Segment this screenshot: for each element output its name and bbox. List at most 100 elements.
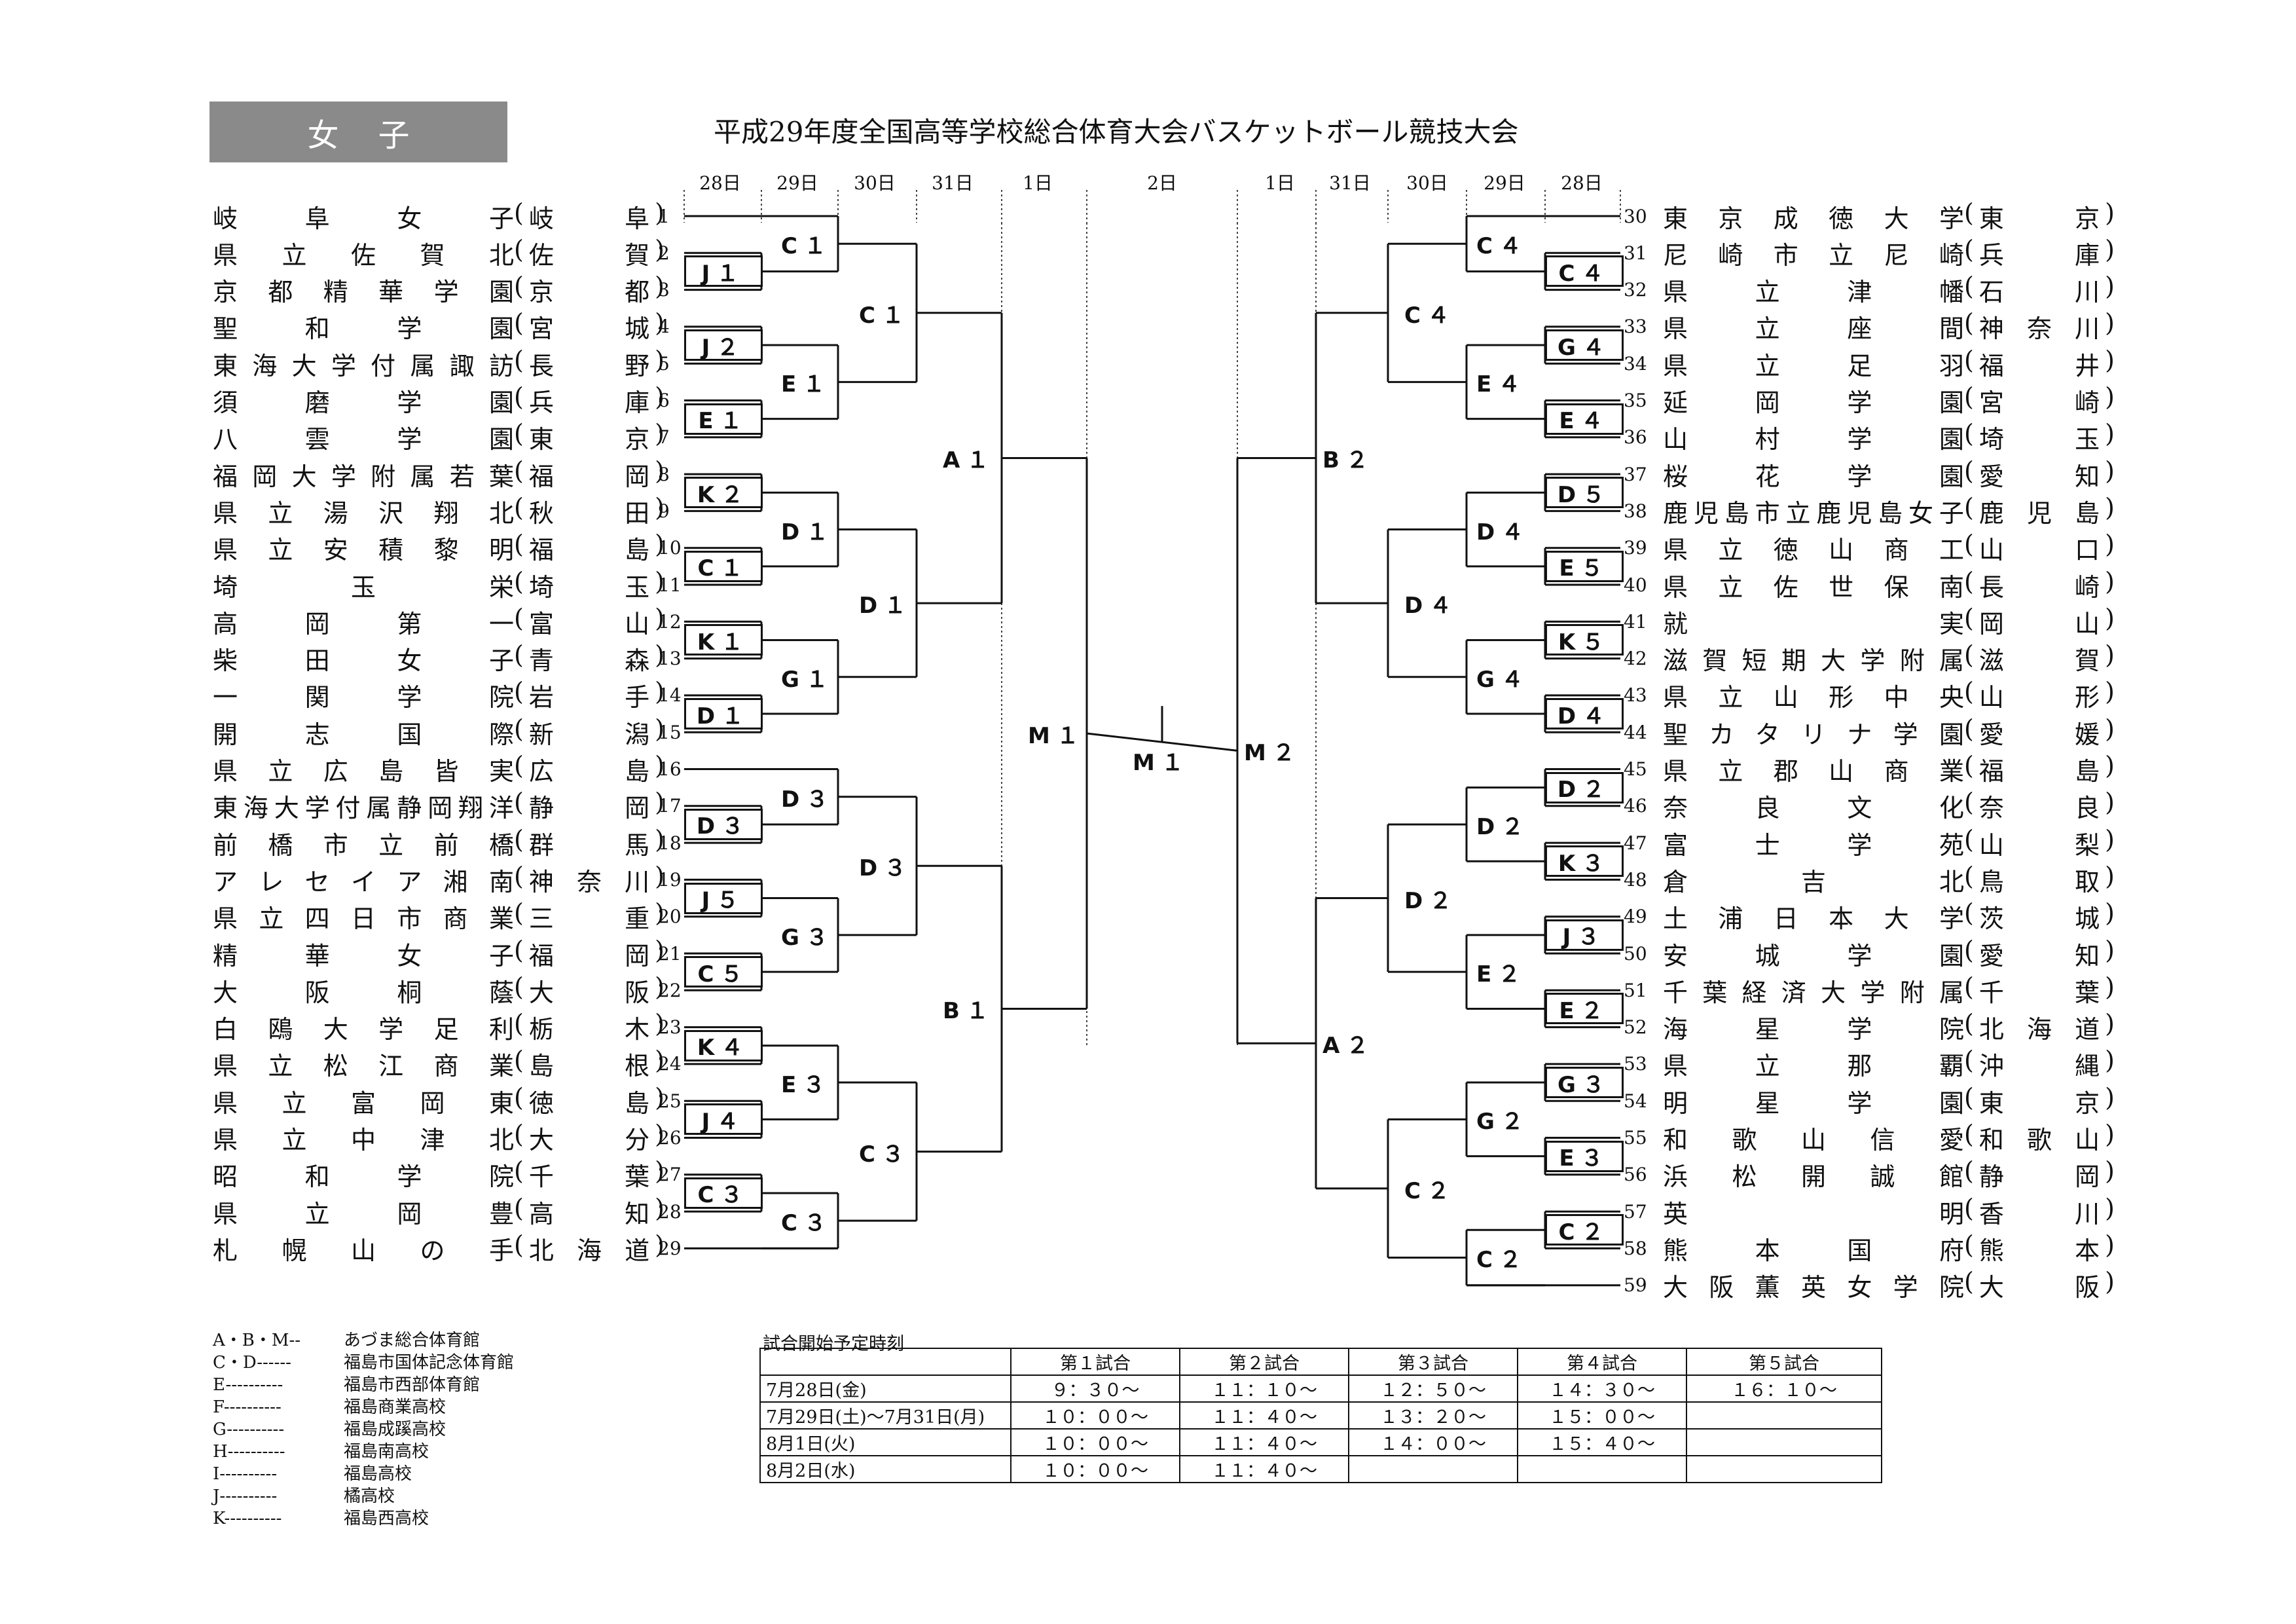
team-row: 東海大学付属諏訪(長野) [213,345,665,382]
team-row: 県立広島皆実(広島) [213,751,665,788]
team-name: 柴田女子 [213,646,514,676]
team-prefecture: (佐賀) [514,234,665,270]
team-number: 21 [658,942,682,965]
legend-key: G---------- [213,1420,285,1439]
team-prefecture: (石川) [1964,272,2115,307]
team-name: 就実 [1663,609,1964,638]
schedule-cell: １６：１０～ [1686,1375,1882,1403]
match-label: C３ [859,1141,911,1168]
tournament-title: 平成29年度全国高等学校総合体育大会バスケットボール競技大会 [714,116,1519,148]
team-row: 一関学院(岩手) [213,677,665,714]
match-box: J５ [684,882,763,914]
team-prefecture: (徳島) [514,1082,665,1118]
match-label: C４ [1404,302,1456,329]
team-name: 京都精華学園 [213,278,514,307]
team-number: 36 [1624,426,1647,449]
team-prefecture: (京都) [514,272,665,307]
schedule-cell [1686,1401,1882,1430]
team-name: 鹿児島市立鹿児島女子 [1663,498,1964,528]
team-prefecture: (鹿児島) [1964,492,2115,528]
legend-row: I----------福島高校 [213,1463,514,1485]
team-number: 56 [1624,1164,1647,1186]
legend-key: J---------- [213,1486,278,1506]
legend-key: F---------- [213,1397,282,1417]
team-prefecture: (東京) [1964,1082,2115,1118]
team-number: 9 [658,500,670,522]
match-box: J１ [684,255,763,287]
team-name: 明星学園 [1663,1088,1964,1118]
team-number: 7 [658,426,670,449]
team-name: 県立佐賀北 [213,240,514,270]
schedule-cell: １４：３０～ [1517,1375,1687,1403]
team-row: 県立松江商業(島根) [213,1046,665,1082]
team-prefecture: (栃木) [514,1009,665,1044]
team-name: 浜松開誠館 [1663,1162,1964,1192]
team-row: 海星学院(北海道) [1663,1009,2115,1046]
schedule-row: 7月29日(土)～7月31日(月)１０：００～１１：４０～１３：２０～１５：００… [759,1401,1882,1430]
team-row: 県立湯沢翔北(秋田) [213,492,665,529]
legend-value: 福島成蹊高校 [344,1420,446,1439]
team-prefecture: (島根) [514,1046,665,1081]
date-label: 31日 [932,172,974,194]
team-prefecture: (三重) [514,898,665,934]
team-row: 県立那覇(沖縄) [1663,1046,2115,1082]
team-row: 就実(岡山) [1663,603,2115,640]
team-row: 県立郡山商業(福島) [1663,751,2115,788]
schedule-header-cell: 第３試合 [1348,1348,1518,1376]
match-label: C２ [1476,1247,1528,1274]
team-name: 英明 [1663,1199,1964,1228]
team-number: 13 [658,648,682,670]
team-name: 県立四日市商業 [213,904,514,934]
legend-value: 福島市国体記念体育館 [344,1353,515,1373]
team-prefecture: (山形) [1964,677,2115,712]
legend-key: A・B・M-- [213,1331,301,1350]
schedule-cell: １５：００～ [1517,1401,1687,1430]
legend-key: E---------- [213,1375,283,1395]
match-box: J３ [1545,919,1624,951]
team-number: 18 [658,832,682,854]
team-number: 17 [658,795,682,817]
team-name: 東海大学付属静岡翔洋 [213,794,514,823]
match-box: E２ [1545,993,1624,1025]
schedule-cell [1686,1455,1882,1483]
match-box: K１ [684,624,763,656]
date-label: 29日 [776,172,818,194]
schedule-header-cell: 第５試合 [1686,1348,1882,1376]
team-prefecture: (鳥取) [1964,861,2115,896]
team-number: 39 [1624,537,1647,559]
team-row: 山村学園(埼玉) [1663,419,2115,456]
team-prefecture: (和歌山) [1964,1120,2115,1154]
team-name: 滋賀短期大学附属 [1663,646,1964,676]
schedule-row: 8月1日(火)１０：００～１１：４０～１４：００～１５：４０～ [759,1428,1882,1456]
legend-key: H---------- [213,1442,285,1462]
match-label: C１ [781,233,833,260]
match-label: C１ [859,302,911,329]
team-number: 49 [1624,906,1647,928]
team-prefecture: (茨城) [1964,898,2115,934]
team-row: 県立座間(神奈川) [1663,308,2115,345]
match-box: C１ [684,550,763,582]
match-box: G３ [1545,1067,1624,1099]
schedule-cell: １１：４０～ [1179,1401,1349,1430]
match-label: G３ [781,924,835,951]
match-box: K３ [1545,845,1624,877]
match-box: D３ [684,808,763,840]
schedule-cell: 7月29日(土)～7月31日(月) [759,1401,1011,1430]
team-number: 47 [1624,832,1647,854]
team-prefecture: (福井) [1964,345,2115,380]
team-name: 精華女子 [213,941,514,970]
legend-row: E----------福島市西部体育館 [213,1374,514,1396]
team-name: 埼玉栄 [213,572,514,602]
date-label-final: 2日 [1147,172,1177,194]
team-prefecture: (岡山) [1964,603,2115,638]
team-prefecture: (富山) [514,603,665,638]
match-label: D３ [781,786,835,813]
team-number: 33 [1624,316,1647,338]
team-name: 県立松江商業 [213,1052,514,1081]
team-name: 千葉経済大学附属 [1663,978,1964,1007]
team-name: 県立安積黎明 [213,536,514,565]
team-number: 38 [1624,500,1647,522]
match-box: D４ [1545,698,1624,730]
team-number: 24 [658,1053,682,1075]
match-label: D２ [1404,887,1459,914]
